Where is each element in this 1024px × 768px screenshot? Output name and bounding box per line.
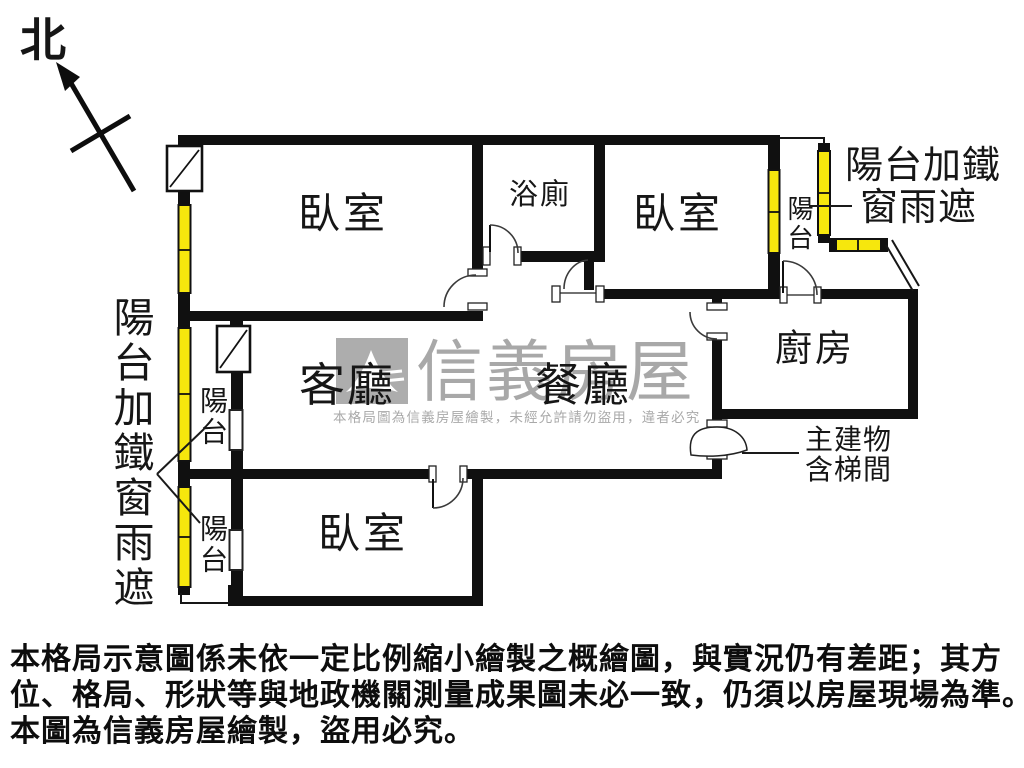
watermark-notice: 本格局圖為信義房屋繪製，未經允許請勿盜用，違者必究 [333,410,701,425]
balcony-door-arc [782,260,818,296]
balcony-label-left-upper: 陽台 [196,386,227,448]
room-label-kitchen: 廚房 [775,329,855,370]
balcony-window-upper [228,409,244,451]
north-arrowhead [56,62,80,91]
entry-door-leaf [689,426,748,457]
bedroom-top-left-door-arc [443,274,477,308]
room-label-bedroom-bottom: 臥室 [318,512,409,558]
room-label-bedroom-top-left: 臥室 [298,192,389,238]
watermark-logo [336,338,408,404]
annotation-main-building-line1: 主建物 [805,425,893,456]
disclaimer-line2: 位、格局、形狀等與地政機關測量成果圖未必一致，仍須以房屋現場為準。 [10,679,1024,712]
balcony-label-left-lower: 陽台 [196,514,227,576]
annotation-iron-window-left: 陽台加鐵窗雨遮 [107,296,153,611]
room-label-dining-room: 餐廳 [535,360,631,411]
bedroom-bottom-door-arc [432,477,464,509]
window-strip-left-1 [177,204,192,294]
disclaimer-line3: 本圖為信義房屋繪製，盜用必究。 [10,715,475,748]
bedroom-top-right-door-arc [563,259,589,290]
annotation-iron-window-right-line1: 陽台加鐵 [845,145,1002,187]
bedroom-top-right-door-leaf [584,258,594,290]
balcony-window-lower [228,529,244,571]
iron-window-strips [177,143,888,588]
watermark-brand: 信義房屋 [416,336,696,410]
annotation-main-building-line2: 含梯間 [805,455,893,486]
doors [428,224,822,509]
annotation-iron-window-right-line2: 窗雨遮 [860,187,978,229]
north-arrow [56,62,137,193]
room-label-bathroom: 浴廁 [509,179,572,211]
kitchen-door-arc [689,311,718,340]
balcony-label-right: 陽台 [784,195,813,253]
disclaimer-line1: 本格局示意圖係未依一定比例縮小繪製之概繪圖，與實況仍有差距；其方 [10,643,1002,676]
room-label-bedroom-top-right: 臥室 [633,192,724,238]
pointer-lines [156,205,852,524]
thin-outlines [180,137,920,604]
north-label: 北 [20,15,66,66]
room-label-living-room: 客廳 [299,360,395,411]
pillars [165,144,252,374]
bathroom-door-arc [489,224,519,254]
